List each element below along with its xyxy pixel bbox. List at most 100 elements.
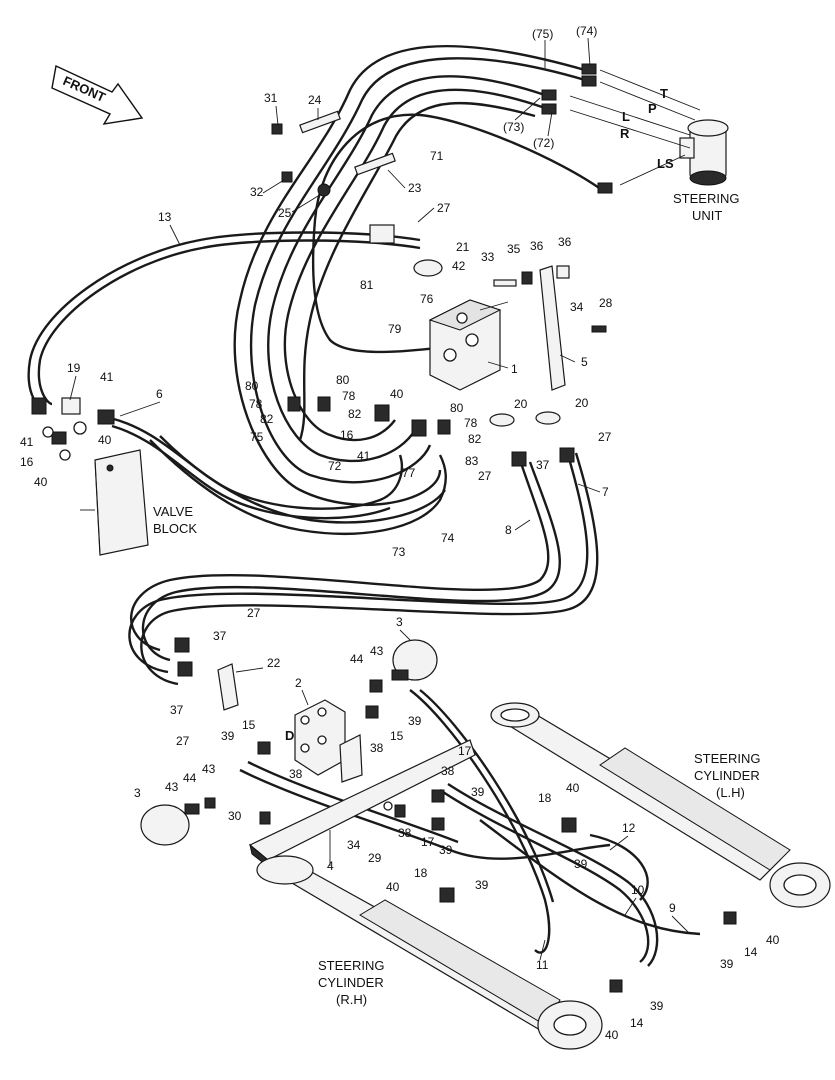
callout-35: 35 <box>507 242 521 256</box>
callout-40-g: 40 <box>605 1028 619 1042</box>
callout-39-e: 39 <box>574 857 588 871</box>
callout-37-b: 37 <box>213 629 227 643</box>
callout-17-a: 17 <box>458 744 472 758</box>
callout-39-h: 39 <box>650 999 664 1013</box>
callout-36-a: 36 <box>530 239 544 253</box>
callout-75: (75) <box>532 27 553 41</box>
callout-72: (72) <box>533 136 554 150</box>
callout-80-b: 80 <box>336 373 350 387</box>
callout-14-a: 14 <box>744 945 758 959</box>
callout-23: 23 <box>408 181 422 195</box>
callout-19: 19 <box>67 361 81 375</box>
callout-2: 2 <box>295 676 302 690</box>
callout-27-top: 27 <box>437 201 451 215</box>
callout-21: 21 <box>456 240 470 254</box>
port-d: D <box>285 728 294 743</box>
callout-20-b: 20 <box>575 396 589 410</box>
callout-39-d: 39 <box>439 843 453 857</box>
hoses-7-8 <box>128 452 599 686</box>
port-r: R <box>620 126 630 141</box>
callout-30: 30 <box>228 809 242 823</box>
steering-cylinder-lh <box>490 702 831 908</box>
valve-block <box>80 449 149 556</box>
callouts: (75) (74) (73) (72) 71 31 24 23 32 25 27… <box>20 24 780 1042</box>
callout-15-b: 15 <box>242 718 256 732</box>
port-t: T <box>660 86 668 101</box>
callout-44-a: 44 <box>350 652 364 666</box>
callout-78-c: 78 <box>464 416 478 430</box>
callout-40-d: 40 <box>566 781 580 795</box>
callout-76: 76 <box>420 292 434 306</box>
port-p: P <box>648 101 657 116</box>
callout-25: 25 <box>278 206 292 220</box>
callout-37-a: 37 <box>536 458 550 472</box>
leader-lines <box>69 37 691 961</box>
callout-1: 1 <box>511 362 518 376</box>
callout-36-b: 36 <box>558 235 572 249</box>
callout-43-b: 43 <box>202 762 216 776</box>
callout-73: (73) <box>503 120 524 134</box>
callout-3-a: 3 <box>396 615 403 629</box>
callout-17-b: 17 <box>421 835 435 849</box>
callout-41-c: 41 <box>357 449 371 463</box>
callout-75-b: 75 <box>250 430 264 444</box>
steering-unit-label-2: UNIT <box>692 208 722 223</box>
callout-33: 33 <box>481 250 495 264</box>
callout-41-b: 41 <box>100 370 114 384</box>
callout-74: (74) <box>576 24 597 38</box>
callout-3-b: 3 <box>134 786 141 800</box>
upper-hose-bundle <box>27 44 603 535</box>
steering-unit <box>541 63 729 194</box>
callout-41-a: 41 <box>20 435 34 449</box>
callout-78-b: 78 <box>342 389 356 403</box>
callout-14-b: 14 <box>630 1016 644 1030</box>
priority-valve <box>428 265 566 391</box>
callout-27-b: 27 <box>598 430 612 444</box>
callout-44-b: 44 <box>183 771 197 785</box>
callout-27-c: 27 <box>478 469 492 483</box>
callout-82-b: 82 <box>348 407 362 421</box>
callout-42: 42 <box>452 259 466 273</box>
callout-39-g: 39 <box>720 957 734 971</box>
callout-7: 7 <box>602 485 609 499</box>
callout-83: 83 <box>465 454 479 468</box>
lower-hoses <box>239 689 701 967</box>
callout-12: 12 <box>622 821 636 835</box>
cyl-lh-label-3: (L.H) <box>716 785 745 800</box>
callout-81: 81 <box>360 278 374 292</box>
cyl-rh-label-3: (R.H) <box>336 992 367 1007</box>
callout-80-a: 80 <box>245 379 259 393</box>
steering-unit-label-1: STEERING <box>673 191 739 206</box>
callout-82-a: 82 <box>260 412 274 426</box>
callout-8: 8 <box>505 523 512 537</box>
callout-24: 24 <box>308 93 322 107</box>
callout-34-top: 34 <box>570 300 584 314</box>
callout-71: 71 <box>430 149 444 163</box>
callout-4: 4 <box>327 859 334 873</box>
callout-32: 32 <box>250 185 264 199</box>
callout-18-a: 18 <box>538 791 552 805</box>
callout-40-e: 40 <box>386 880 400 894</box>
callout-28: 28 <box>599 296 613 310</box>
cyl-lh-label-2: CYLINDER <box>694 768 760 783</box>
callout-39-a: 39 <box>408 714 422 728</box>
callout-22: 22 <box>267 656 281 670</box>
callout-39-b: 39 <box>221 729 235 743</box>
callout-27-e: 27 <box>176 734 190 748</box>
callout-15-a: 15 <box>390 729 404 743</box>
callout-39-c: 39 <box>471 785 485 799</box>
valve-block-label-1: VALVE <box>153 504 193 519</box>
mounting-bracket <box>248 739 476 870</box>
callout-40-c: 40 <box>390 387 404 401</box>
cyl-lh-label-1: STEERING <box>694 751 760 766</box>
callout-10: 10 <box>631 883 645 897</box>
callout-31: 31 <box>264 91 278 105</box>
callout-18-b: 18 <box>414 866 428 880</box>
valve-block-label-2: BLOCK <box>153 521 197 536</box>
callout-74-b: 74 <box>441 531 455 545</box>
callout-77: 77 <box>402 466 416 480</box>
callout-38-a: 38 <box>370 741 384 755</box>
callout-38-c: 38 <box>441 764 455 778</box>
port-ls: LS <box>657 156 674 171</box>
callout-43-c: 43 <box>165 780 179 794</box>
